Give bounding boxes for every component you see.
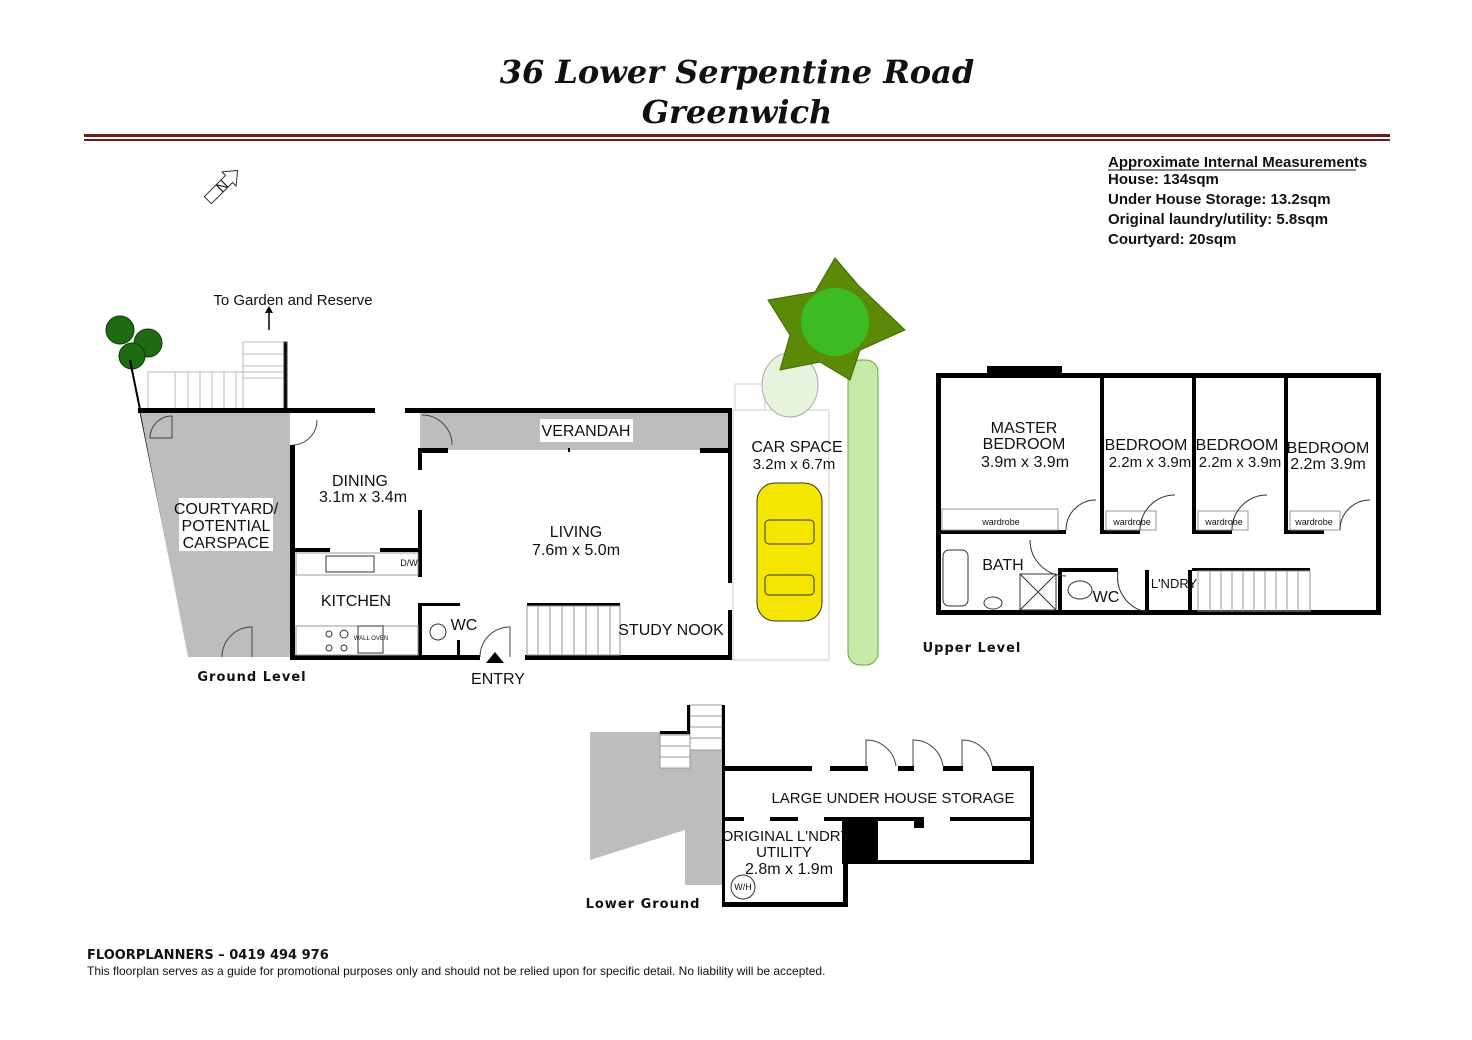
- storage-label: LARGE UNDER HOUSE STORAGE: [771, 790, 1014, 807]
- wardrobe-label: wardrobe: [1204, 517, 1243, 527]
- hedge: [847, 359, 879, 666]
- door: [291, 419, 318, 446]
- car-space-label: CAR SPACE: [751, 439, 842, 456]
- upper-fixtures: [941, 494, 1371, 613]
- master-bedroom-label-1: MASTER: [991, 420, 1058, 437]
- outdoor-stairs: [147, 341, 288, 413]
- bedroom-2-size: 2.2m x 3.9m: [1109, 454, 1192, 471]
- toilet-icon: [429, 623, 447, 641]
- entry-arrow-icon: [486, 652, 504, 663]
- utility-label-2: UTILITY: [756, 844, 812, 861]
- verandah-label-box: [540, 419, 633, 442]
- living-label: LIVING: [550, 524, 602, 541]
- garden-label: To Garden and Reserve: [213, 292, 372, 309]
- door: [421, 414, 453, 446]
- bedroom-4-label: BEDROOM: [1287, 440, 1370, 457]
- wc-label: WC: [451, 617, 478, 634]
- dining-size: 3.1m x 3.4m: [319, 489, 407, 506]
- arrow-up-icon: [265, 306, 273, 330]
- title-address: 36 Lower Serpentine Road: [500, 53, 975, 91]
- upper-level-label: Upper Level: [923, 641, 1022, 656]
- courtyard-label-1: COURTYARD/: [174, 501, 279, 518]
- upper-level-plan: MASTER BEDROOM 3.9m x 3.9m BEDROOM 2.2m …: [923, 366, 1381, 656]
- footer-disclaimer: This floorplan serves as a guide for pro…: [87, 964, 825, 978]
- study-stairs: [526, 605, 621, 656]
- north-arrow-icon: N: [203, 169, 239, 205]
- courtyard-label-2: POTENTIAL: [182, 518, 271, 535]
- living-size: 7.6m x 5.0m: [532, 542, 620, 559]
- wardrobe-label: wardrobe: [1294, 517, 1333, 527]
- lower-stairs: [659, 704, 723, 769]
- car-space-steps: [734, 383, 766, 411]
- entry-door: [479, 626, 511, 658]
- car-icon: [756, 482, 823, 622]
- bedroom-4-size: 2.2m 3.9m: [1290, 456, 1366, 473]
- water-heater-label: W/H: [734, 882, 752, 892]
- lower-walls: [660, 705, 1034, 907]
- measurement-house: House: 134sqm: [1108, 171, 1219, 188]
- kitchen-counters: [295, 552, 447, 656]
- utility-label-1: ORIGINAL L'NDRY: [722, 828, 851, 845]
- lower-ground-label: Lower Ground: [586, 897, 701, 912]
- entry-label: ENTRY: [471, 671, 525, 688]
- title-rule: [84, 134, 1390, 141]
- door: [221, 626, 253, 658]
- bath-label: BATH: [982, 557, 1023, 574]
- storage-doors: [865, 739, 993, 767]
- bedroom-3-size: 2.2m x 3.9m: [1199, 454, 1282, 471]
- wardrobe-label: wardrobe: [981, 517, 1020, 527]
- verandah-label: VERANDAH: [542, 423, 631, 440]
- car-space-size: 3.2m x 6.7m: [753, 456, 836, 473]
- palm-tree-icon: [105, 315, 163, 370]
- measurement-courtyard: Courtyard: 20sqm: [1108, 231, 1236, 248]
- dining-label: DINING: [332, 473, 388, 490]
- upper-laundry-label: L'NDRY: [1151, 576, 1198, 591]
- ground-walls: [138, 408, 732, 660]
- upper-walls: [936, 366, 1381, 615]
- study-nook-label: STUDY NOOK: [618, 622, 724, 639]
- wall-oven-label: WALL OVEN: [354, 636, 389, 642]
- courtyard-label-3: CARSPACE: [183, 535, 270, 552]
- bathtub-icon: [942, 549, 969, 607]
- master-bedroom-size: 3.9m x 3.9m: [981, 454, 1069, 471]
- wardrobe-label: wardrobe: [1112, 517, 1151, 527]
- utility-size: 2.8m x 1.9m: [745, 861, 833, 878]
- water-heater-icon: [730, 874, 756, 900]
- lower-ground-plan: LARGE UNDER HOUSE STORAGE ORIGINAL L'NDR…: [586, 704, 1034, 912]
- master-bedroom-label-2: BEDROOM: [983, 436, 1066, 453]
- footer-company: FLOORPLANNERS – 0419 494 976: [87, 948, 329, 963]
- dishwasher-label: D/W: [400, 558, 418, 568]
- door: [149, 415, 173, 439]
- measurement-laundry: Original laundry/utility: 5.8sqm: [1108, 211, 1328, 228]
- measurement-storage: Under House Storage: 13.2sqm: [1108, 191, 1331, 208]
- upper-wc-label: WC: [1093, 589, 1120, 606]
- lower-shaded-area: [590, 732, 722, 885]
- bedroom-3-label: BEDROOM: [1196, 437, 1279, 454]
- courtyard-label-box: [179, 498, 273, 551]
- ground-level-label: Ground Level: [197, 670, 306, 685]
- shower-icon: [1019, 573, 1057, 611]
- title-suburb: Greenwich: [642, 93, 833, 131]
- bedroom-2-label: BEDROOM: [1105, 437, 1188, 454]
- basin-icon: [983, 596, 1003, 610]
- tree-icon: [767, 257, 906, 381]
- measurements-panel: Approximate Internal Measurements House:…: [1108, 154, 1367, 248]
- kitchen-label: KITCHEN: [321, 593, 391, 610]
- toilet-icon: [1067, 580, 1093, 600]
- ground-level-plan: To Garden and Reserve COURTYARD/ POTENTI…: [105, 257, 906, 688]
- measurements-heading: Approximate Internal Measurements: [1108, 154, 1367, 171]
